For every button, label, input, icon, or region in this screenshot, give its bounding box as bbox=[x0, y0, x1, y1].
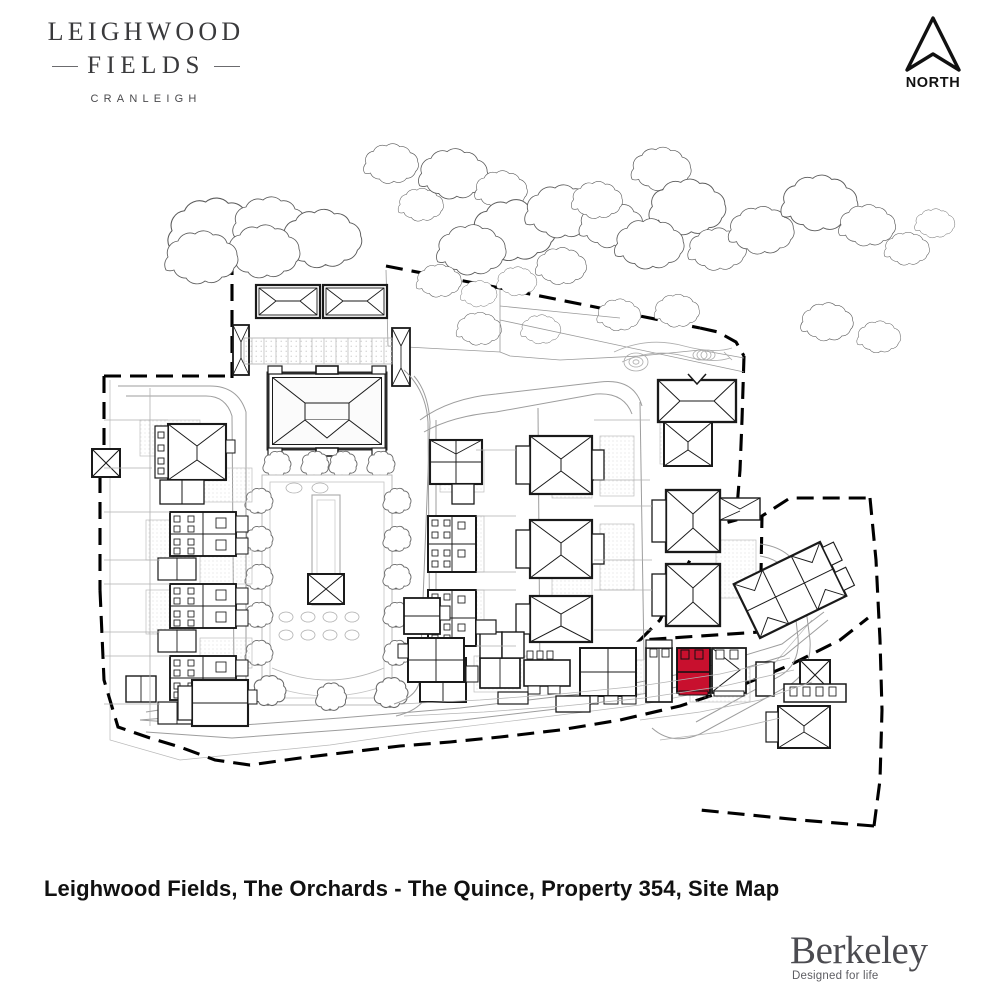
brand-rule-right bbox=[213, 65, 240, 67]
development-logo: LEIGHWOOD FIELDS CRANLEIGH bbox=[36, 17, 256, 106]
highlighted-property-354[interactable] bbox=[676, 647, 711, 696]
apartment-block-mid-3 bbox=[515, 594, 594, 644]
house-block-west-1 bbox=[154, 422, 236, 505]
brand-location: CRANLEIGH bbox=[90, 93, 202, 106]
southern-terrace-row bbox=[397, 631, 847, 749]
south-terrace-block-g bbox=[765, 705, 831, 749]
house-block-central-2 bbox=[427, 515, 477, 573]
brand-name-secondary-row: FIELDS bbox=[36, 52, 256, 80]
apartment-block-east-mid-2 bbox=[651, 562, 722, 628]
north-indicator: NORTH bbox=[890, 16, 976, 91]
south-terrace-block-a bbox=[479, 631, 525, 689]
plot-divisions-west bbox=[104, 388, 170, 726]
site-boundary bbox=[98, 258, 884, 828]
brand-name-secondary: FIELDS bbox=[87, 52, 205, 80]
south-terrace-block-f bbox=[755, 661, 847, 703]
developer-tagline: Designed for life bbox=[792, 970, 879, 982]
apartment-block-east-mid-1 bbox=[651, 488, 761, 554]
south-terrace-block-e bbox=[711, 647, 747, 697]
carport-block-west bbox=[254, 283, 322, 320]
house-block-west-3 bbox=[157, 583, 249, 653]
developer-logo: Berkeley Designed for life bbox=[790, 928, 960, 982]
manor-house bbox=[266, 365, 388, 457]
parking-court-north bbox=[243, 337, 393, 365]
apartment-blocks-mid bbox=[515, 434, 605, 644]
brand-rule-left bbox=[52, 65, 79, 67]
apartment-block-mid-1 bbox=[515, 434, 605, 496]
formal-garden bbox=[261, 474, 393, 706]
pond-and-contours bbox=[613, 341, 733, 372]
north-arrow-icon bbox=[890, 16, 976, 72]
page-title: Leighwood Fields, The Orchards - The Qui… bbox=[44, 876, 780, 901]
house-block-west-south-end bbox=[177, 678, 258, 728]
south-terrace-block-d bbox=[645, 639, 673, 703]
south-terrace-block-b bbox=[523, 650, 571, 695]
carport-block-centre-spur bbox=[391, 327, 411, 387]
angled-block-southeast bbox=[732, 540, 856, 640]
north-label: NORTH bbox=[905, 75, 961, 91]
apartment-block-east-top bbox=[656, 373, 738, 467]
south-terrace-block-c bbox=[579, 647, 637, 705]
developer-name: Berkeley bbox=[790, 928, 928, 972]
house-block-west-2 bbox=[157, 511, 249, 581]
substation-west bbox=[91, 448, 121, 478]
carport-blocks bbox=[232, 283, 411, 387]
house-block-central-1 bbox=[428, 438, 484, 505]
south-terrace-west bbox=[397, 637, 465, 683]
plot-divisions-east bbox=[476, 419, 652, 647]
apartment-blocks-east bbox=[651, 373, 761, 628]
carport-block-east bbox=[321, 283, 389, 320]
site-map[interactable] bbox=[0, 120, 1000, 860]
south-terrace-block-h bbox=[497, 691, 591, 713]
south-ground-lines bbox=[399, 657, 813, 741]
ancillary-structures bbox=[125, 597, 497, 703]
apartment-block-mid-2 bbox=[515, 518, 605, 580]
brand-name-primary: LEIGHWOOD bbox=[47, 17, 245, 46]
tree-canopy-group bbox=[164, 143, 956, 353]
